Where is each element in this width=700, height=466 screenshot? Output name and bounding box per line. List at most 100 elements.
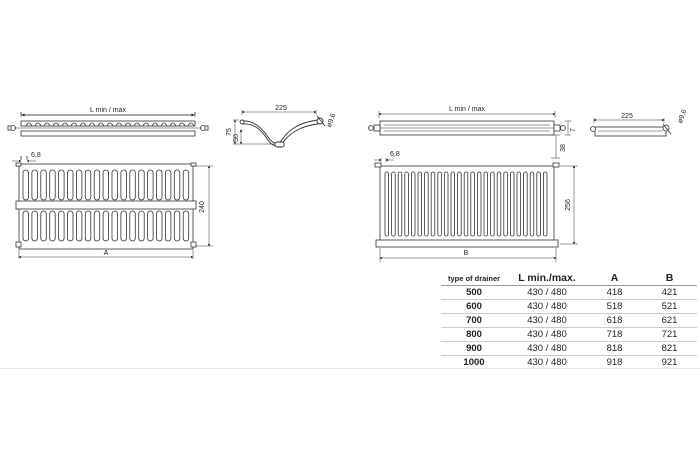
tray-slot <box>397 171 403 237</box>
cell-type: 700 <box>441 313 507 328</box>
rack-slot-lower <box>173 210 181 242</box>
label-240: 240 <box>199 201 206 213</box>
cell-a: 718 <box>587 327 642 342</box>
rack-slot-lower <box>67 210 74 242</box>
tray-slot <box>417 171 422 237</box>
rack-slot-lower <box>129 210 136 242</box>
tray-slot <box>509 171 515 237</box>
wire-loop <box>115 122 123 127</box>
rack-slot-lower <box>49 210 56 242</box>
wire-loop <box>106 122 114 127</box>
cell-b: 621 <box>642 313 697 328</box>
cell-a: 618 <box>587 313 642 328</box>
rack-slot-lower <box>102 210 109 242</box>
wire-loop <box>160 122 168 127</box>
wire-loop <box>34 122 42 127</box>
tray-slot <box>463 171 469 237</box>
rack-slot-upper <box>40 169 47 201</box>
label-6-8-left: 6,8 <box>31 152 41 159</box>
drip-tray-top-view <box>368 111 571 159</box>
tray-slot <box>457 171 462 237</box>
wire-loop <box>43 122 51 127</box>
wire-loop <box>70 122 78 127</box>
rack-slot-upper <box>58 169 65 201</box>
table-row: 1000 430 / 480 918 921 <box>441 355 697 369</box>
tray-slot <box>529 171 535 237</box>
label-225-right: 225 <box>621 113 633 120</box>
tray-slot <box>404 171 409 237</box>
cell-lmin-max: 430 / 480 <box>507 341 587 356</box>
rack-slot-lower <box>182 210 190 242</box>
label-7: 7 <box>570 128 577 132</box>
cell-b: 821 <box>642 341 697 356</box>
label-a: A <box>104 250 109 257</box>
rack-slot-upper <box>76 169 83 201</box>
tray-slot <box>503 171 508 237</box>
tray-slot <box>391 171 396 237</box>
rack-slot-upper <box>22 169 29 201</box>
wire-loop <box>79 122 87 127</box>
tray-slot <box>490 171 495 237</box>
label-b: B <box>464 250 469 257</box>
tray-slot <box>450 171 455 237</box>
tray-slot <box>470 171 475 237</box>
rack-slot-lower <box>84 210 92 242</box>
label-lmin-max-right: L min / max <box>449 106 485 113</box>
tray-slot <box>476 171 482 237</box>
wire-loop <box>61 122 69 127</box>
wire-loop <box>97 122 105 127</box>
rack-slot-upper <box>49 169 56 201</box>
plate-rack-top-view <box>7 112 209 137</box>
label-225-left: 225 <box>275 105 287 112</box>
rack-slot-upper <box>147 169 154 201</box>
drip-tray-side-view <box>590 118 672 137</box>
tray-slot <box>523 171 528 237</box>
label-phi-right: ø9,6 <box>677 109 688 125</box>
rack-slot-upper <box>129 169 136 201</box>
rack-slot-upper <box>31 169 38 201</box>
label-phi-left: ø9,6 <box>326 113 337 129</box>
tray-slot <box>424 171 429 237</box>
table-row: 500 430 / 480 418 421 <box>441 285 697 300</box>
cell-type: 900 <box>441 341 507 356</box>
cell-b: 421 <box>642 285 697 300</box>
rack-slot-lower <box>138 210 145 242</box>
label-38: 38 <box>560 144 567 152</box>
cell-a: 818 <box>587 341 642 356</box>
rack-slot-upper <box>164 169 172 201</box>
header-lmin-max: L min./max. <box>507 272 587 286</box>
rack-slot-lower <box>156 210 163 242</box>
cell-type: 500 <box>441 285 507 300</box>
rack-slot-lower <box>120 210 127 242</box>
rack-slot-lower <box>58 210 65 242</box>
rack-slot-lower <box>147 210 154 242</box>
plate-rack-front-view <box>12 156 213 259</box>
cell-lmin-max: 430 / 480 <box>507 313 587 328</box>
table-row: 600 430 / 480 518 521 <box>441 299 697 314</box>
table-row: 900 430 / 480 818 821 <box>441 341 697 356</box>
label-6-8-right: 6,8 <box>390 151 400 158</box>
cell-a: 918 <box>587 355 642 369</box>
tray-slot <box>410 171 416 237</box>
header-type: type of drainer <box>441 272 507 286</box>
cell-type: 800 <box>441 327 507 342</box>
wire-loop <box>187 122 195 127</box>
drip-tray-front-view <box>374 158 578 262</box>
cell-lmin-max: 430 / 480 <box>507 285 587 300</box>
header-a: A <box>587 272 642 286</box>
rack-slot-lower <box>111 210 118 242</box>
cell-lmin-max: 430 / 480 <box>507 299 587 314</box>
table-row: 700 430 / 480 618 621 <box>441 313 697 328</box>
label-lmin-max-left: L min / max <box>90 107 126 114</box>
tray-slot <box>384 171 389 237</box>
wire-loop <box>88 122 96 127</box>
plate-rack-side-view <box>233 110 326 148</box>
tray-slot <box>437 171 442 237</box>
rack-slot-upper <box>182 169 190 201</box>
wire-loop <box>124 122 132 127</box>
rack-slot-lower <box>22 210 29 242</box>
rack-slot-upper <box>84 169 92 201</box>
rack-slot-upper <box>93 169 101 201</box>
cell-type: 600 <box>441 299 507 314</box>
wire-loop <box>178 122 186 127</box>
